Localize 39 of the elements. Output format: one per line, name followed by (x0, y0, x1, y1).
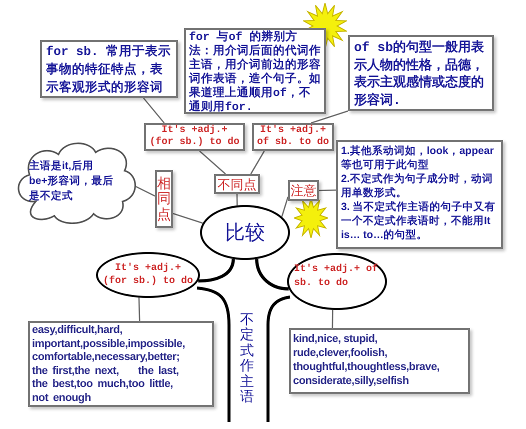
label-text: 相同点 (157, 176, 171, 222)
note-text: for sb. 常用于表示事物的特征特点，表示客观形式的形容词 (46, 44, 172, 97)
note-text: of sb的句型一般用表示人物的性格，品德，表示主观感情或态度的形容词. (354, 39, 486, 109)
topic-text: 比较 (225, 220, 265, 244)
label-box (214, 174, 260, 194)
pattern-box (144, 123, 245, 151)
word-list-text: kind,nice, stupid, rude,clever,foolish, thoughtful,thoughtless,brave, considerate,silly,selfish (293, 332, 441, 388)
connector-line (281, 196, 289, 217)
note-box (40, 40, 178, 98)
note-item: 1.其他系动词如，look，appear等也可用于此句型 (341, 144, 495, 172)
note-item: 2.不定式作为句子成分时，动词用单数形式。 (341, 172, 494, 200)
connector-line (199, 150, 226, 174)
label-box (155, 170, 173, 228)
label-text: 注意 (290, 183, 316, 198)
branch-line (255, 258, 289, 290)
label-text: 不同点 (218, 176, 256, 192)
connector-line (143, 98, 165, 124)
cloud-text: 主语是it,后用be+形容词，最后是不定式 (29, 158, 114, 204)
word-list-box (289, 328, 470, 394)
connector-line (134, 186, 156, 197)
pattern-text: It's +adj.+ (for sb.) to do (102, 262, 194, 288)
note-item: 3. 当不定式作主语的句子中又有一个不定式作表语时，不能用It is… to…的句型。 (341, 200, 497, 242)
connector-line (332, 310, 334, 328)
connector-line (138, 298, 140, 322)
pattern-text: It's +adj.+ of sb. to do (294, 263, 380, 291)
connector-line (318, 190, 336, 192)
branch-line (198, 258, 235, 283)
word-list-box (28, 321, 214, 407)
pattern-box (252, 123, 334, 151)
word-list-text: easy,difficult,hard, important,possible,impossible, comfortable,necessary,better; the first,the next, the last, the best,too much,too little, not enough (32, 324, 186, 406)
trunk-label: 不定式作主语 (240, 312, 254, 404)
connector-line (236, 194, 238, 206)
pattern-text: It's +adj.+ of sb. to do (256, 125, 330, 149)
note-box (336, 140, 503, 249)
note-text: for 与of 的辨别方法：用介词后面的代词作主语，用介词前边的形容词作表语，造个句子。如果道理上通顺用of，不通则用for. (189, 31, 321, 115)
pattern-text: It's +adj.+ (for sb.) to do (148, 125, 240, 149)
note-box (348, 35, 494, 111)
connector-line (172, 212, 203, 224)
connector-line (250, 150, 265, 174)
